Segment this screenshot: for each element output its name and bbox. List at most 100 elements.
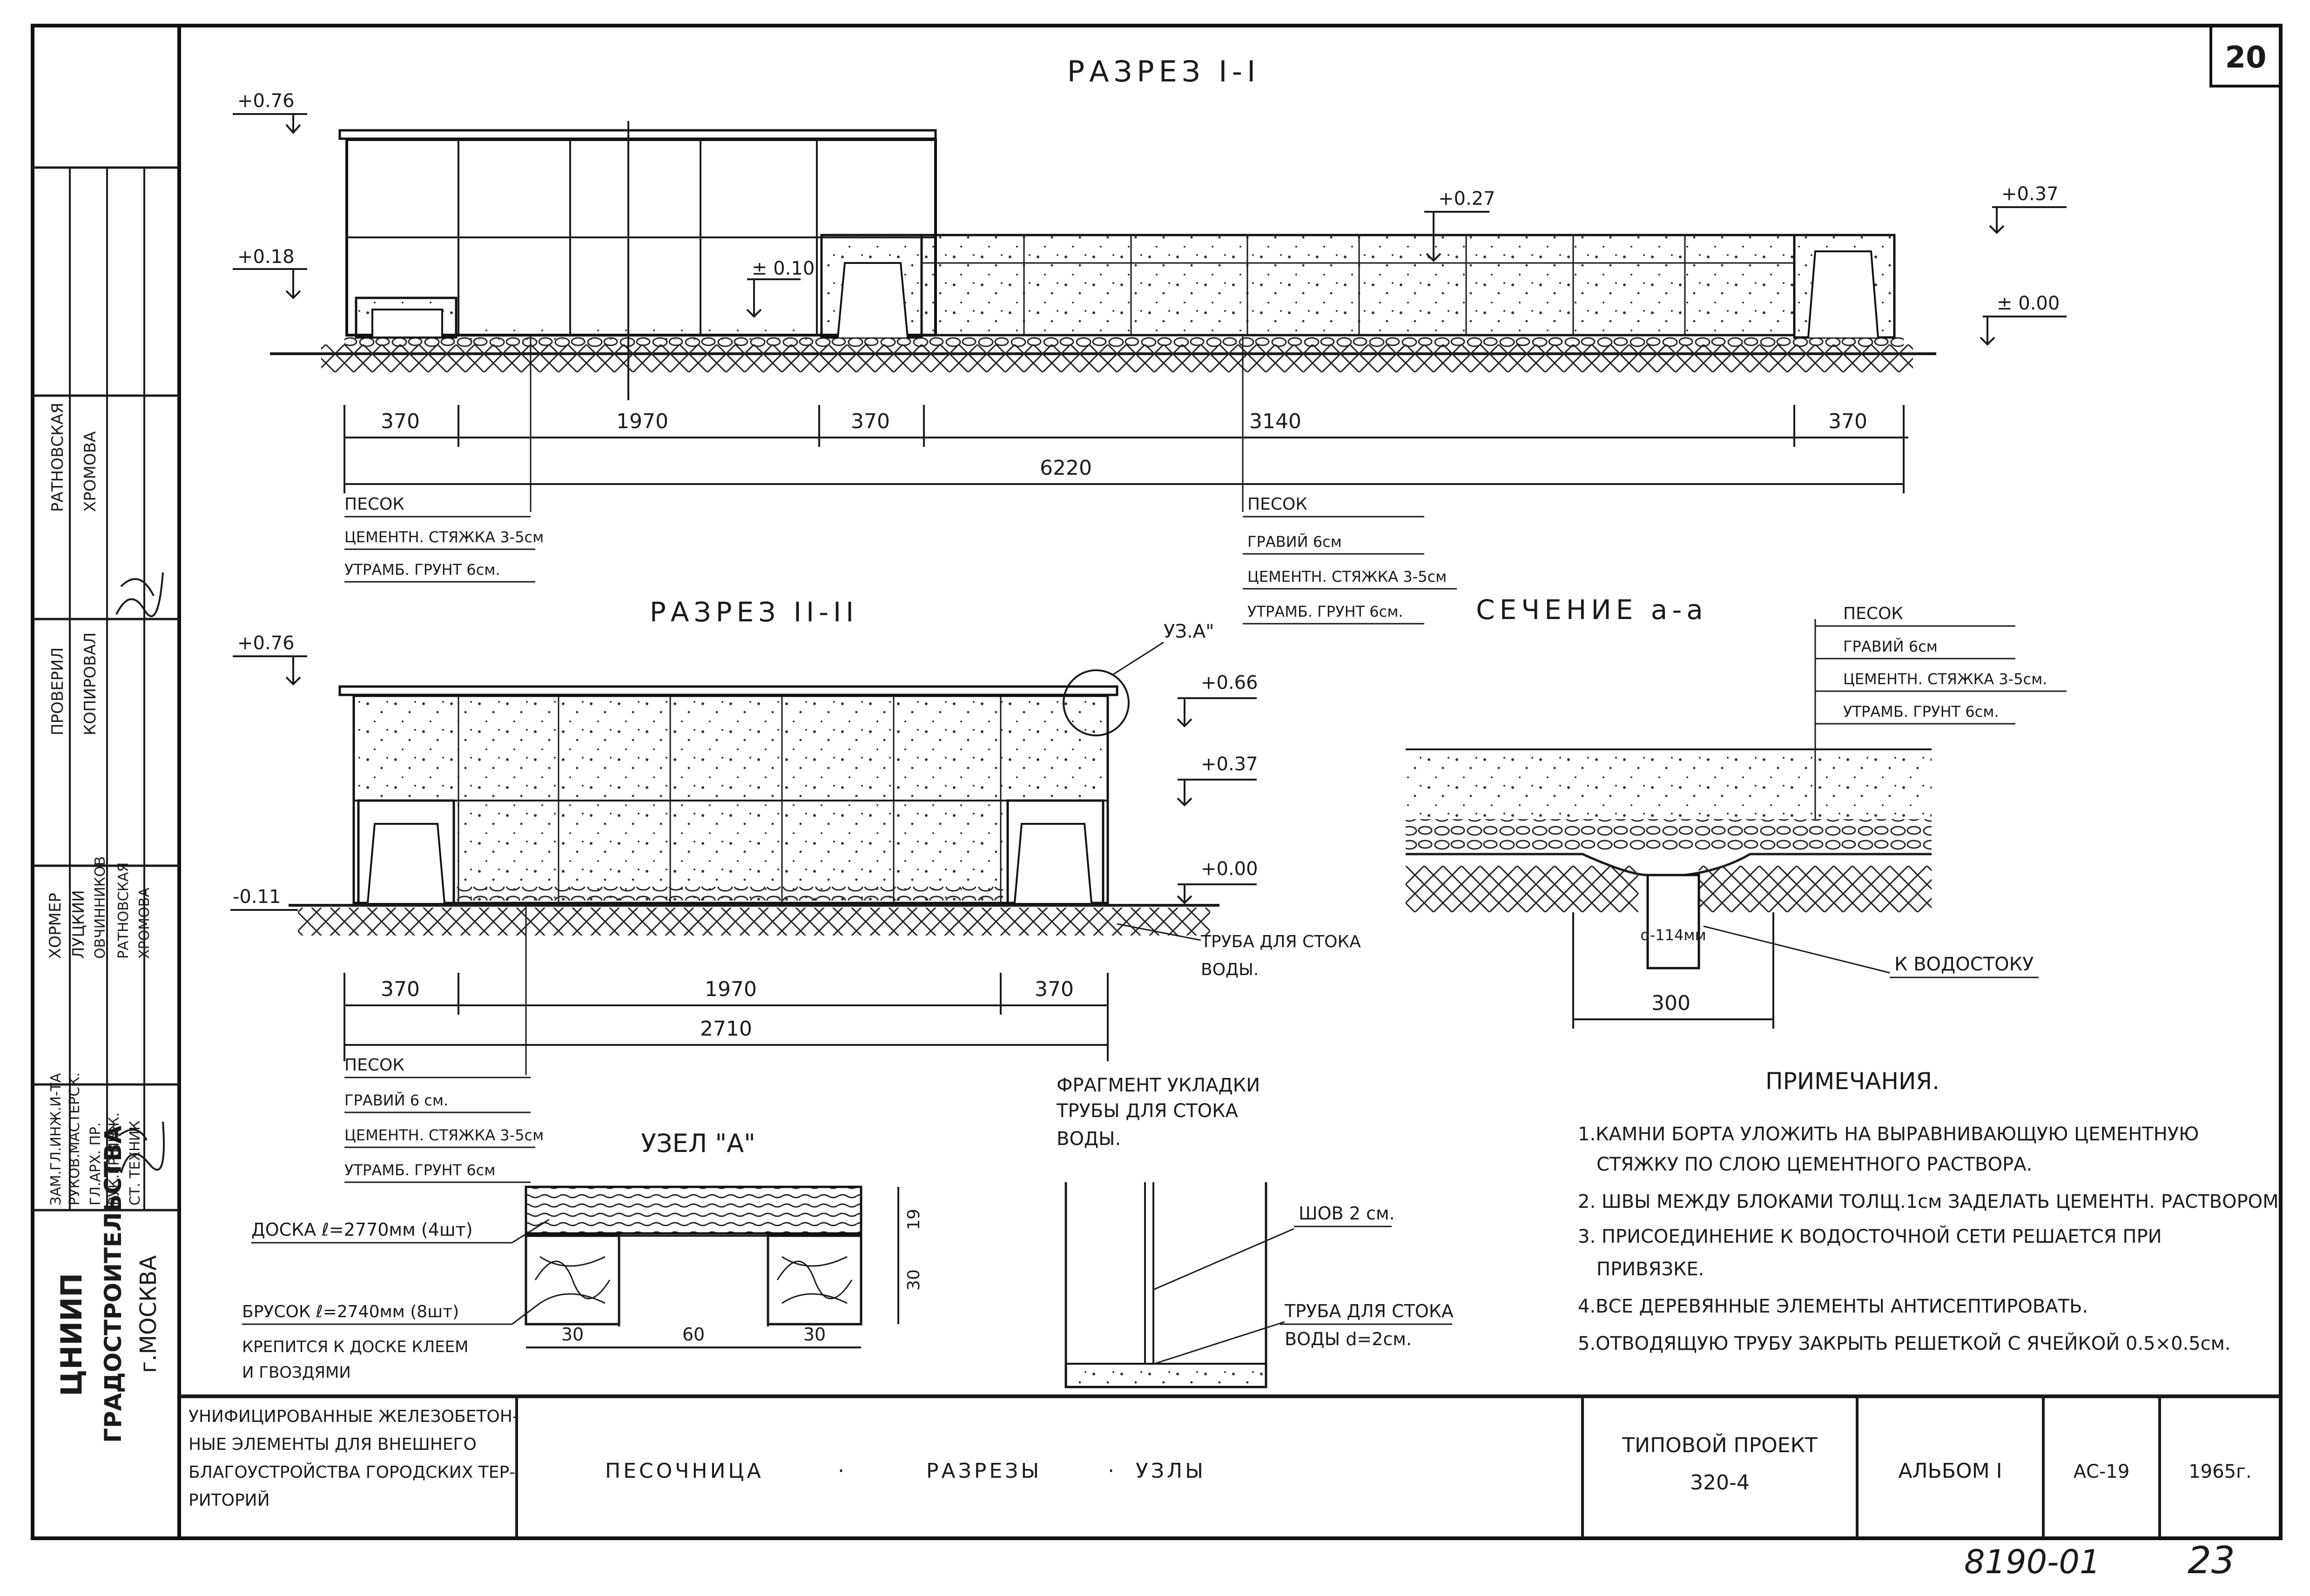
dim-1-1: 370 (381, 410, 420, 433)
handwritten-page: 23 (2188, 1539, 2235, 1582)
project-line-2: 320-4 (1690, 1471, 1750, 1495)
series-line-1: УНИФИЦИРОВАННЫЕ ЖЕЛЕЗОБЕТОН- (189, 1407, 519, 1426)
pipe-fragment: ФРАГМЕНТ УКЛАДКИ ТРУБЫ ДЛЯ СТОКА ВОДЫ. Ш… (1056, 1075, 1454, 1388)
node-title: УЗЕЛ "А" (641, 1129, 755, 1158)
level-6: ± 0.00 (1997, 293, 2060, 314)
notes: ПРИМЕЧАНИЯ. 1.КАМНИ БОРТА УЛОЖИТЬ НА ВЫР… (1578, 1068, 2284, 1354)
svg-text:ГРАВИЙ 6см: ГРАВИЙ 6см (1843, 638, 1938, 655)
frame-box-2 (352, 694, 1109, 904)
beam-label: БРУСОК ℓ=2740мм (8шт) (242, 1302, 459, 1321)
name-2: ЛУЦКИЙ (69, 890, 88, 959)
node-dim-1: 30 (561, 1324, 584, 1345)
gravel-a (1406, 819, 1932, 852)
role-4: РУК.ГР.ИНЖ. (106, 1112, 122, 1205)
joint-label: ШОВ 2 см. (1299, 1203, 1395, 1224)
role-2: РУКОВ.МАСТЕРСК. (67, 1072, 83, 1205)
drain-label: К ВОДОСТОКУ (1894, 954, 2034, 975)
name-1: ХОРМЕР (46, 893, 65, 959)
pipe-label-1: ТРУБА ДЛЯ СТОКА (1284, 1301, 1454, 1321)
dim-2-total: 2710 (700, 1017, 752, 1041)
note-line-6: 4.ВСЕ ДЕРЕВЯННЫЕ ЭЛЕМЕНТЫ АНТИСЕПТИРОВАТ… (1578, 1296, 2088, 1317)
board (525, 1185, 862, 1235)
frame-box-right (920, 234, 1796, 337)
nodes-label: УЗЛЫ (1136, 1459, 1206, 1483)
node-dim-5: 30 (904, 1269, 923, 1291)
beam-note-1: КРЕПИТСЯ К ДОСКЕ КЛЕЕМ (242, 1338, 469, 1356)
section-2-2: РАЗРЕЗ II-II УЗ.А" +0.76 +0.66 +0.37 +0.… (230, 596, 1361, 1183)
section-1-title: РАЗРЕЗ I-I (1067, 54, 1260, 88)
pipe-label-2: ВОДЫ d=2см. (1285, 1329, 1412, 1349)
svg-text:ЦЕМЕНТН. СТЯЖКА 3-5см.: ЦЕМЕНТН. СТЯЖКА 3-5см. (1843, 670, 2047, 688)
check-role-2: КОПИРОВАЛ (81, 633, 100, 735)
level-4: +0.27 (1438, 188, 1495, 209)
node-dim-2: 60 (682, 1324, 705, 1345)
ground-hatch-1 (321, 344, 1913, 372)
level-5: +0.37 (2001, 183, 2059, 205)
svg-text:ПЕСОК: ПЕСОК (1247, 495, 1307, 514)
fragment-title-3: ВОДЫ. (1057, 1128, 1121, 1150)
pipe-label-2b: ВОДЫ. (1201, 960, 1259, 979)
sheet-kind: РАЗРЕЗЫ (926, 1459, 1042, 1483)
svg-text:ПЕСОК: ПЕСОК (344, 1056, 404, 1075)
sand-left-1 (458, 326, 822, 340)
pipe-label-2a: ТРУБА ДЛЯ СТОКА (1200, 932, 1361, 951)
title-block: УНИФИЦИРОВАННЫЕ ЖЕЛЕЗОБЕТОН- НЫЕ ЭЛЕМЕНТ… (179, 1394, 2281, 1538)
role-3: ГЛ.АРХ. ПР. (88, 1122, 104, 1205)
drain-pipe-a (1646, 874, 1700, 970)
legend-a: ПЕСОК ГРАВИЙ 6см ЦЕМЕНТН. СТЯЖКА 3-5см. … (1814, 604, 2067, 819)
sheet-code: АС-19 (2074, 1461, 2130, 1482)
pipe-dia: d-114мм (1640, 926, 1706, 944)
handwritten-ref: 8190-01 (1964, 1543, 2100, 1581)
dim-1-5: 370 (1828, 410, 1867, 433)
dim-1-total: 6220 (1040, 456, 1092, 480)
svg-text:ЦЕМЕНТН. СТЯЖКА 3-5см: ЦЕМЕНТН. СТЯЖКА 3-5см (344, 1126, 544, 1144)
album: АЛЬБОМ I (1898, 1459, 2002, 1483)
year: 1965г. (2189, 1461, 2252, 1482)
section-a-a: СЕЧЕНИЕ а-а d-114мм 300 К ВОДОСТОКУ ПЕСО… (1406, 594, 2067, 1029)
node-ref: УЗ.А" (1164, 621, 1214, 642)
top-board-2 (338, 685, 1118, 696)
level-2-5: -0.11 (233, 886, 281, 908)
check-name-1: РАТНОВСКАЯ (48, 403, 67, 512)
note-line-5: ПРИВЯЗКЕ. (1596, 1259, 1704, 1280)
section-1-1: РАЗРЕЗ I-I +0.76 +0.18 (233, 54, 2067, 625)
signature-scribble (115, 572, 165, 1173)
board-label: ДОСКА ℓ=2770мм (4шт) (251, 1219, 473, 1240)
object-name: ПЕСОЧНИЦА (605, 1459, 764, 1483)
svg-text:УТРАМБ. ГРУНТ 6см.: УТРАМБ. ГРУНТ 6см. (1843, 703, 1999, 721)
hatch-a-left (1406, 866, 1638, 912)
ground-hatch-2 (298, 908, 1210, 936)
legend-1b: ПЕСОК ГРАВИЙ 6см ЦЕМЕНТН. СТЯЖКА 3-5см У… (1242, 335, 1457, 625)
note-line-1: 1.КАМНИ БОРТА УЛОЖИТЬ НА ВЫРАВНИВАЮЩУЮ Ц… (1578, 1124, 2199, 1145)
name-3: ОВЧИННИКОВ (92, 856, 108, 959)
note-line-4: 3. ПРИСОЕДИНЕНИЕ К ВОДОСТОЧНОЙ СЕТИ РЕША… (1578, 1225, 2162, 1247)
name-5: ХРОМОВА (136, 888, 153, 959)
note-line-7: 5.ОТВОДЯЩУЮ ТРУБУ ЗАКРЫТЬ РЕШЕТКОЙ С ЯЧЕ… (1578, 1332, 2231, 1354)
dim-1-2: 1970 (616, 410, 668, 433)
svg-text:ПЕСОК: ПЕСОК (1843, 604, 1903, 623)
level-2-1: +0.76 (237, 633, 295, 654)
series-line-3: БЛАГОУСТРОЙСТВА ГОРОДСКИХ ТЕР- (189, 1462, 515, 1482)
node-dim-3: 30 (803, 1324, 826, 1345)
legend-1a: ПЕСОК ЦЕМЕНТН. СТЯЖКА 3-5см УТРАМБ. ГРУН… (344, 335, 544, 583)
level-2-3: +0.37 (1201, 754, 1258, 775)
svg-text:ГРАВИЙ 6см: ГРАВИЙ 6см (1247, 533, 1342, 551)
section-2-title: РАЗРЕЗ II-II (650, 596, 858, 628)
role-1: ЗАМ.ГЛ.ИНЖ.И-ТА (48, 1073, 64, 1205)
gravel-2 (454, 887, 1003, 901)
fragment-title-1: ФРАГМЕНТ УКЛАДКИ (1057, 1075, 1260, 1096)
dim-2-3: 370 (1035, 977, 1074, 1001)
series-line-4: РИТОРИЙ (189, 1490, 270, 1510)
dim-2-2: 1970 (705, 977, 757, 1001)
sep-1: · (838, 1459, 844, 1483)
sheet-frame: 20 (31, 24, 2283, 1540)
left-stamp-strip: ЦНИИП ГРАДОСТРОИТЕЛЬСТВА г.МОСКВА ЗАМ.ГЛ… (33, 166, 179, 1443)
series-line-2: НЫЕ ЭЛЕМЕНТЫ ДЛЯ ВНЕШНЕГО (189, 1435, 477, 1454)
level-1: +0.76 (237, 90, 295, 112)
fragment-title-2: ТРУБЫ ДЛЯ СТОКА (1056, 1100, 1238, 1122)
node-dim-4: 19 (904, 1209, 923, 1230)
sand-a (1406, 749, 1932, 819)
check-role-1: ПРОВЕРИЛ (48, 647, 67, 735)
org-name-line3: г.МОСКВА (135, 1255, 162, 1373)
hatch-a-right (1699, 866, 1932, 912)
